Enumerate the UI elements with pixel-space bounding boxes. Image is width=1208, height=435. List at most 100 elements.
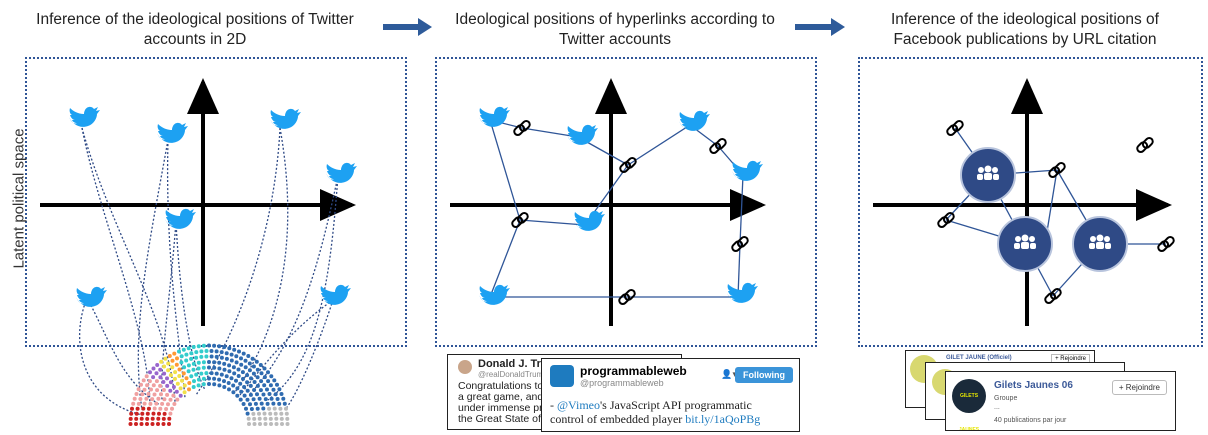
parliament-seat (222, 385, 227, 389)
parliament-seat (273, 411, 278, 416)
parliament-seat (217, 360, 222, 365)
parliament-seat (164, 407, 169, 411)
parliament-seat (181, 371, 186, 376)
parliament-seat (141, 378, 146, 383)
parliament-seat (241, 376, 245, 381)
parliament-seat (258, 388, 263, 393)
parliament-seat (207, 360, 211, 364)
fb-group-rate: 40 publications par jour (994, 417, 1067, 424)
parliament-seat (209, 371, 214, 376)
parliament-seat (224, 351, 229, 356)
tweet-author-handle: @realDonaldTrump (478, 370, 548, 379)
parliament-seat (171, 385, 176, 389)
puzzle-icon (550, 365, 574, 387)
following-button[interactable]: Following (735, 367, 793, 383)
parliament-seat (227, 363, 232, 368)
parliament-seat (247, 361, 252, 366)
parliament-seat (224, 356, 229, 361)
tweet-link[interactable]: bit.ly/1aQoPBg (685, 412, 761, 426)
parliament-seat (154, 371, 159, 376)
parliament-seat (162, 371, 167, 376)
axes-middle (450, 78, 766, 326)
parliament-seat (138, 397, 143, 401)
parliament-seat (163, 356, 168, 361)
parliament-seat (246, 416, 251, 421)
flow-arrow-2 (795, 18, 845, 36)
parliament-seat (259, 401, 264, 406)
parliament-seat (258, 363, 263, 367)
parliament-seat (251, 397, 256, 402)
parliament-seat (204, 371, 209, 376)
parliament-seat (243, 365, 248, 370)
parliament-seat (173, 376, 177, 381)
parliament-seat (175, 381, 180, 386)
parliament-seat (128, 416, 133, 421)
parliament-seat (274, 416, 279, 421)
parliament-seat (179, 360, 184, 365)
parliament-seat (170, 358, 175, 363)
parliament-seat (280, 422, 284, 426)
parliament-seat (240, 370, 245, 375)
parliament-seat (166, 402, 170, 407)
parliament-seat (189, 356, 194, 361)
parliament-seat (150, 397, 155, 402)
twitter-icon (479, 284, 510, 305)
parliament-seat (142, 387, 147, 392)
parliament-seat (285, 422, 290, 426)
parliament-seat (236, 367, 241, 372)
parliament-seat (177, 349, 181, 354)
parliament-seat (131, 401, 136, 406)
parliament-seat (261, 392, 266, 397)
parliament-seat (196, 360, 201, 365)
parliament-seat (158, 367, 163, 372)
parliament-seat (184, 352, 189, 357)
parliament-seat (271, 401, 276, 406)
parliament-seat (262, 366, 267, 371)
parliament-seat (234, 360, 239, 365)
parliament-seat (191, 367, 196, 372)
tweet-mention[interactable]: @Vimeo (557, 398, 600, 412)
tweet-text-line: the Great State of (458, 413, 541, 425)
parliament-seat (269, 396, 274, 401)
parliament-seat (269, 374, 274, 379)
twitter-icon (165, 208, 196, 229)
parliament-seat (146, 406, 151, 411)
tweet-text: control of embedded player (550, 412, 686, 426)
facebook-group-icon (997, 216, 1053, 272)
parliament-seat (156, 422, 160, 426)
parliament-seat (177, 367, 182, 372)
parliament-seat (182, 390, 187, 395)
parliament-seat (245, 388, 250, 393)
twitter-icon (732, 160, 763, 181)
parliament-seat (165, 376, 169, 381)
parliament-seat (166, 361, 171, 366)
parliament-seat (281, 396, 286, 401)
parliament-seat (249, 407, 254, 411)
fb-group-type: Groupe (994, 395, 1018, 402)
parliament-seat (144, 396, 149, 401)
parliament-seat (219, 355, 224, 360)
parliament-seat (265, 387, 269, 392)
twitter-icon (76, 286, 107, 307)
parliament-seat (217, 383, 222, 388)
parliament-seat (168, 388, 173, 393)
parliament-seat (170, 406, 174, 411)
parliament-seat (273, 392, 278, 397)
parliament-seat (201, 382, 206, 387)
parliament-seat (266, 379, 271, 384)
parliament-seat (139, 416, 144, 421)
parliament-seat (217, 366, 222, 371)
parliament-seat (229, 352, 234, 357)
join-button[interactable]: + Rejoindre (1111, 380, 1167, 395)
parliament-seat (204, 349, 209, 353)
parliament-seat (268, 383, 273, 388)
parliament-seat (255, 406, 260, 411)
parliament-seat (145, 416, 150, 421)
parliament-seat (194, 372, 199, 377)
parliament-seat (201, 376, 206, 381)
user-menu-icon[interactable]: 👤▾ (721, 369, 737, 379)
fb-group-logo: GILETS JAUNES (952, 379, 986, 430)
parliament-seat (134, 411, 139, 416)
parliament-seat (171, 393, 176, 398)
